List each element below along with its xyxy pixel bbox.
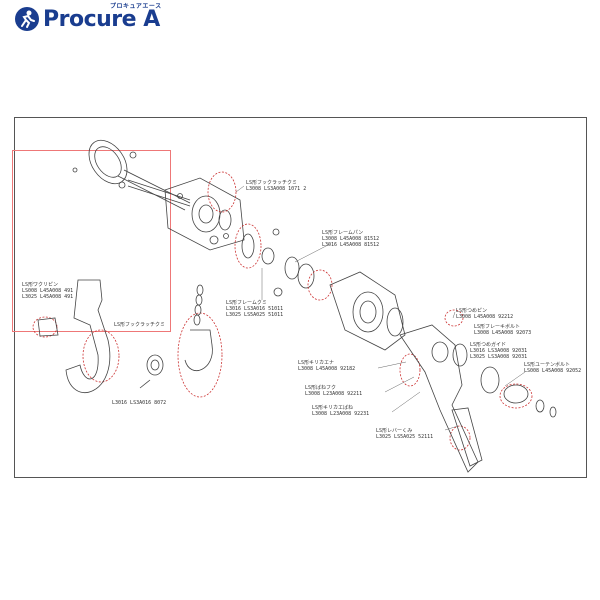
chain-hook (184, 284, 213, 371)
brand-logo[interactable]: Procure A プロキュアエース (14, 3, 162, 34)
body-frame (329, 271, 406, 351)
lever-arm (399, 324, 483, 473)
leader-lines (235, 185, 526, 431)
runner-icon (14, 6, 40, 32)
brand-name: Procure A (43, 6, 160, 32)
inset-hook (37, 279, 164, 393)
callout-hook-code-inset: L3016 LS3A016 8072 (112, 400, 167, 406)
brand-kana: プロキュアエース (110, 3, 162, 10)
hand-wheel (72, 139, 191, 211)
exploded-diagram-frame (14, 117, 587, 478)
main-shaft (127, 179, 191, 207)
callout-hook-latch-inset: LS形フックラッチクミ (114, 322, 166, 328)
axis-parts (209, 209, 333, 301)
gear-plate (164, 177, 245, 251)
ratchet-parts (480, 366, 557, 418)
